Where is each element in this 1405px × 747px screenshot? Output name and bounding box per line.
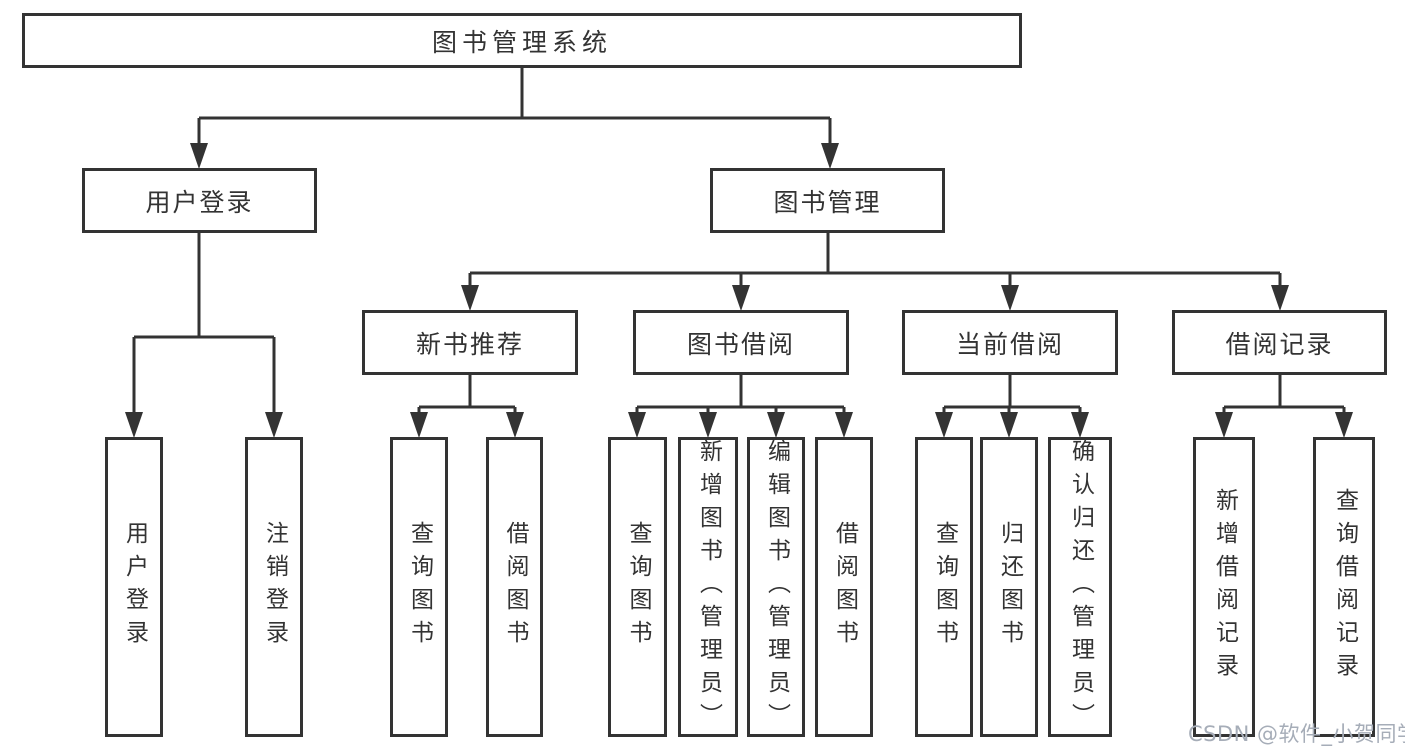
connector-book-borrow <box>635 373 846 433</box>
node-label: 新增图书（管理员） <box>695 438 722 736</box>
node-label: 用户登录 <box>145 187 254 217</box>
arrowhead <box>699 412 717 438</box>
node-user-login: 用户登录 <box>82 168 317 233</box>
node-borrow-records: 借阅记录 <box>1172 310 1387 375</box>
node-label: 新增借阅记录 <box>1211 488 1238 686</box>
leaf-logout: 注销登录 <box>245 437 303 737</box>
leaf-confirm-return-admin: 确认归还（管理员） <box>1048 437 1112 737</box>
arrowhead <box>125 412 143 438</box>
arrowhead <box>1335 412 1353 438</box>
node-label: 当前借阅 <box>955 329 1064 359</box>
node-new-book-recommend: 新书推荐 <box>362 310 578 375</box>
node-label: 查询借阅记录 <box>1331 488 1358 686</box>
arrowhead <box>628 412 646 438</box>
leaf-return-book: 归还图书 <box>980 437 1038 737</box>
node-label: 借阅记录 <box>1225 329 1334 359</box>
connector-user-login <box>132 231 276 433</box>
node-label: 借阅图书 <box>831 521 858 653</box>
node-label: 图书管理系统 <box>431 27 612 57</box>
node-label: 查询图书 <box>406 521 433 653</box>
leaf-edit-book-admin: 编辑图书（管理员） <box>747 437 805 737</box>
node-root-system: 图书管理系统 <box>22 13 1022 68</box>
leaf-add-book-admin: 新增图书（管理员） <box>678 437 738 737</box>
arrowhead <box>1215 412 1233 438</box>
leaf-query-borrow-record: 查询借阅记录 <box>1313 437 1375 737</box>
arrowhead <box>935 412 953 438</box>
arrowhead <box>1271 285 1289 311</box>
node-label: 确认归还（管理员） <box>1067 438 1094 736</box>
arrowhead <box>1001 285 1019 311</box>
arrowhead <box>835 412 853 438</box>
connector-new-book-recommend <box>417 373 517 433</box>
arrowhead <box>265 412 283 438</box>
node-label: 注销登录 <box>261 521 288 653</box>
arrowhead <box>1000 412 1018 438</box>
node-current-borrow: 当前借阅 <box>902 310 1118 375</box>
leaf-query-book-borrow: 查询图书 <box>608 437 667 737</box>
node-book-management: 图书管理 <box>710 168 945 233</box>
node-label: 借阅图书 <box>502 521 528 653</box>
connector-root <box>197 66 832 164</box>
leaf-query-book-current: 查询图书 <box>915 437 973 737</box>
csdn-watermark: CSDN @软件_小贺同学 <box>1188 722 1405 746</box>
node-label: 图书管理 <box>773 187 882 217</box>
arrowhead <box>1071 412 1089 438</box>
arrowhead <box>821 143 839 169</box>
node-book-borrow: 图书借阅 <box>633 310 849 375</box>
leaf-user-login: 用户登录 <box>105 437 163 737</box>
arrowhead <box>410 412 428 438</box>
arrowhead <box>461 285 479 311</box>
node-label: 查询图书 <box>625 521 651 653</box>
arrowhead <box>732 285 750 311</box>
arrowhead <box>190 143 208 169</box>
node-label: 图书借阅 <box>686 329 795 359</box>
node-label: 查询图书 <box>931 521 958 653</box>
node-label: 用户登录 <box>121 521 148 653</box>
arrowhead <box>767 412 785 438</box>
connector-borrow-records <box>1222 373 1346 433</box>
leaf-query-book-recommend: 查询图书 <box>390 437 448 737</box>
arrowhead <box>506 412 524 438</box>
connector-book-management <box>468 231 1282 306</box>
leaf-add-borrow-record: 新增借阅记录 <box>1193 437 1255 737</box>
leaf-borrow-book-recommend: 借阅图书 <box>486 437 543 737</box>
leaf-borrow-book: 借阅图书 <box>815 437 873 737</box>
node-label: 编辑图书（管理员） <box>763 438 790 736</box>
node-label: 新书推荐 <box>415 329 524 359</box>
node-label: 归还图书 <box>996 521 1023 653</box>
